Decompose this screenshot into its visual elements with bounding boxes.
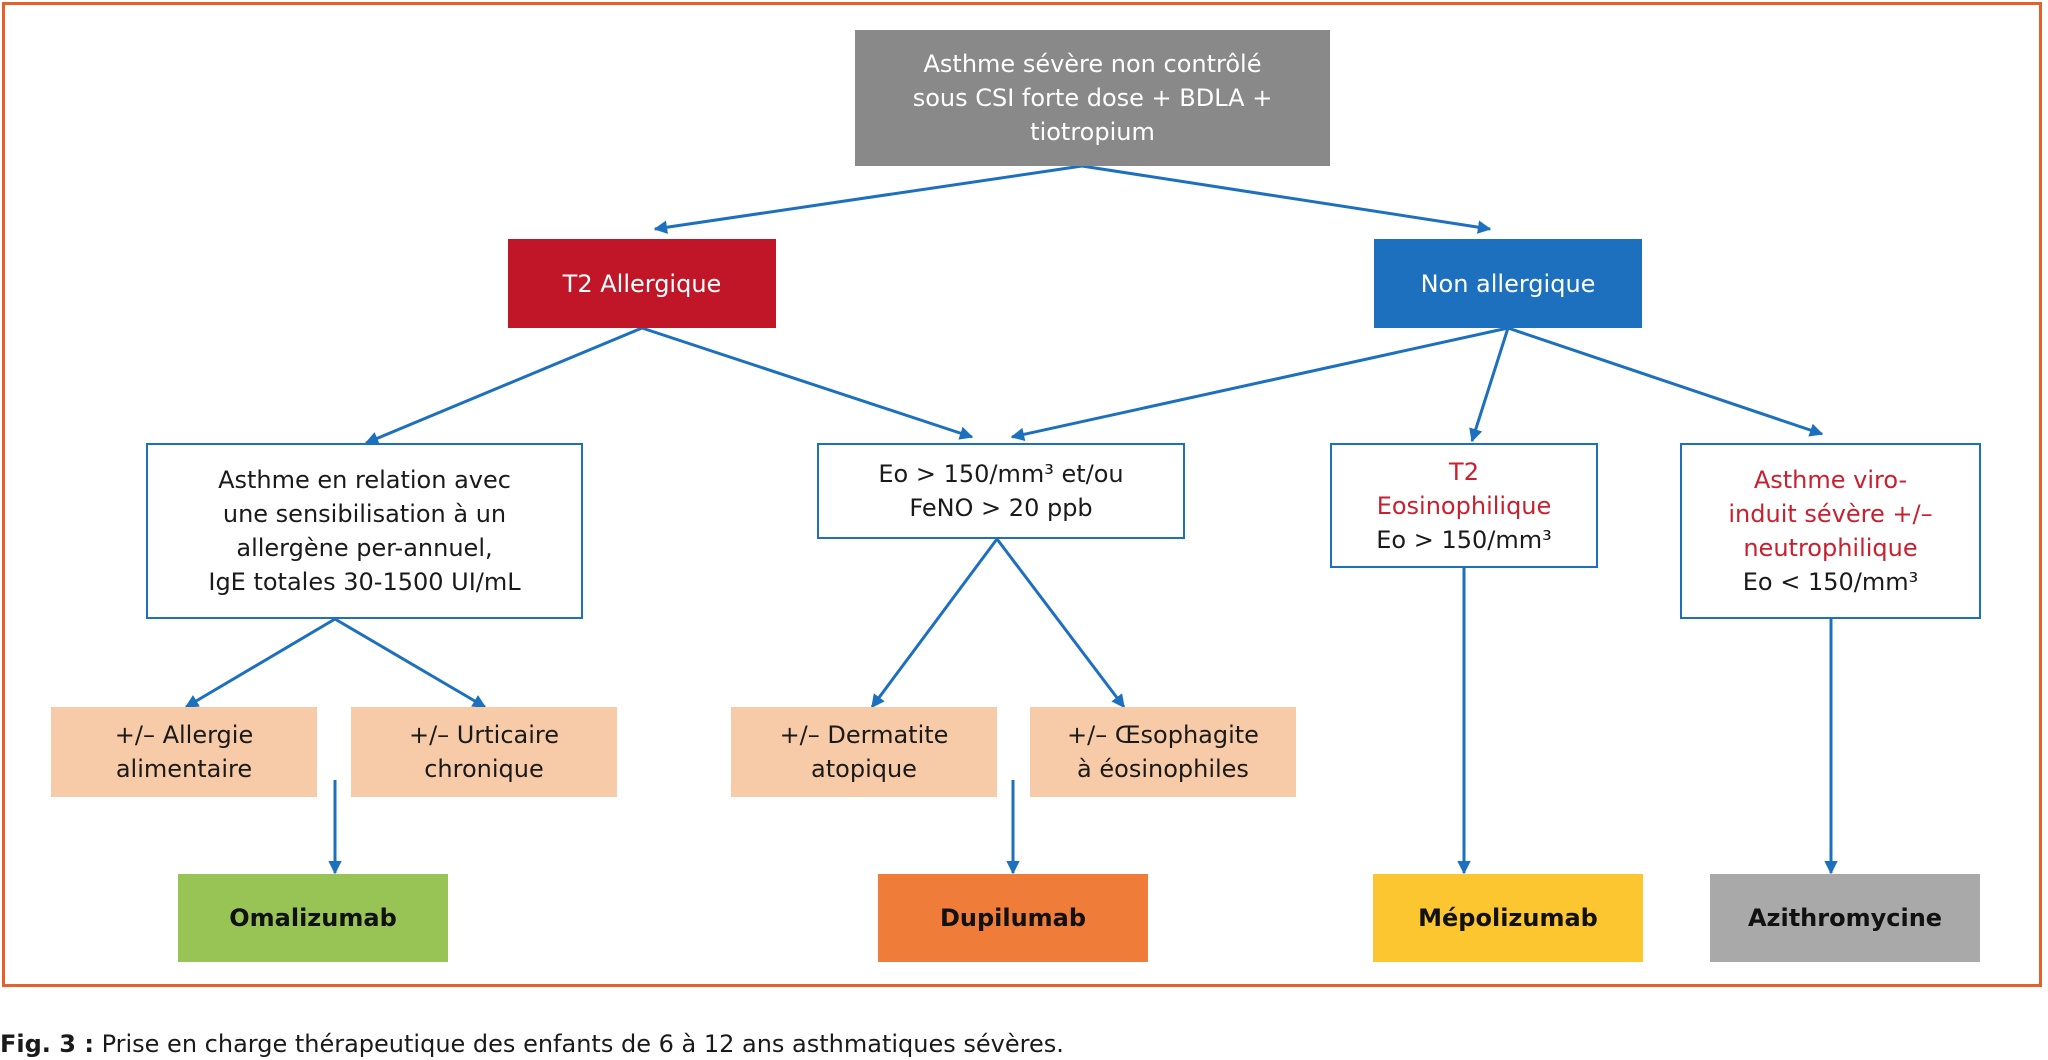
arrow-root-to-t2-allergique (653, 164, 1083, 234)
figure-caption-label: Fig. 3 : (0, 1030, 94, 1058)
oesophagite-line-2: à éosinophiles (1077, 755, 1249, 783)
arrow-sensibilisation-to-allergie (184, 617, 336, 709)
t2-allergique-label: T2 Allergique (562, 269, 722, 298)
dermatite-node: +/– Dermatite atopique (731, 707, 997, 797)
dermatite-line-1: +/– Dermatite (779, 721, 949, 749)
oesophagite-node: +/– Œsophagite à éosinophiles (1030, 707, 1296, 797)
diagram-frame (2, 2, 2042, 987)
azithromycine-node: Azithromycine (1710, 874, 1980, 962)
figure-caption: Fig. 3 : Prise en charge thérapeutique d… (0, 1030, 1064, 1058)
t2-eosino-title-1: T2 (1449, 457, 1479, 486)
t2-eosino-title-2: Eosinophilique (1376, 491, 1552, 520)
t2-allergique-node: T2 Allergique (508, 239, 776, 328)
arrow-non-allergique-to-t2-eosino (1469, 327, 1510, 443)
sensibilisation-line-1: Asthme en relation avec (218, 466, 511, 494)
arrow-non-allergique-to-viro (1507, 326, 1824, 437)
dupilumab-label: Dupilumab (939, 904, 1087, 932)
non-allergique-label: Non allergique (1420, 269, 1596, 298)
sensibilisation-line-4: IgE totales 30-1500 UI/mL (208, 568, 521, 596)
sensibilisation-line-3: allergène per-annuel, (236, 534, 493, 562)
allergie-alimentaire-node: +/– Allergie alimentaire (51, 707, 317, 797)
arrow-allergique-to-sensibilisation (364, 326, 643, 445)
non-allergique-node: Non allergique (1374, 239, 1642, 328)
viro-title-1: Asthme viro- (1753, 466, 1908, 494)
arrow-non-allergique-to-eo-feno (1010, 326, 1509, 441)
eo-feno-line-2: FeNO > 20 ppb (909, 494, 1093, 522)
dermatite-line-2: atopique (811, 755, 917, 783)
viro-node: Asthme viro- induit sévère +/– neutrophi… (1680, 443, 1981, 619)
omalizumab-label: Omalizumab (229, 904, 397, 932)
dupilumab-node: Dupilumab (878, 874, 1148, 962)
oesophagite-line-1: +/– Œsophagite (1067, 721, 1259, 749)
azithromycine-label: Azithromycine (1747, 904, 1943, 932)
root-line-1: Asthme sévère non contrôlé (923, 50, 1262, 78)
root-line-2: sous CSI forte dose + BDLA + (912, 84, 1273, 112)
arrow-eo-feno-to-oesophagite (995, 538, 1126, 709)
t2-eosino-line: Eo > 150/mm³ (1376, 525, 1552, 554)
arrow-root-to-non-allergique (1081, 164, 1492, 234)
root-node: Asthme sévère non contrôlé sous CSI fort… (855, 30, 1330, 166)
arrow-allergique-to-eo-feno (641, 326, 974, 440)
omalizumab-node: Omalizumab (178, 874, 448, 962)
arrow-sensibilisation-to-urticaire (334, 617, 487, 709)
allergie-alimentaire-line-1: +/– Allergie (114, 721, 254, 749)
urticaire-node: +/– Urticaire chronique (351, 707, 617, 797)
eo-feno-node: Eo > 150/mm³ et/ou FeNO > 20 ppb (817, 443, 1185, 539)
eo-feno-line-1: Eo > 150/mm³ et/ou (878, 460, 1124, 488)
urticaire-line-2: chronique (424, 755, 544, 783)
mepolizumab-label: Mépolizumab (1418, 904, 1598, 932)
viro-line: Eo < 150/mm³ (1742, 568, 1919, 596)
sensibilisation-node: Asthme en relation avec une sensibilisat… (146, 443, 583, 619)
figure-caption-text: Prise en charge thérapeutique des enfant… (93, 1030, 1064, 1058)
mepolizumab-node: Mépolizumab (1373, 874, 1643, 962)
viro-title-3: neutrophilique (1743, 534, 1918, 562)
sensibilisation-line-2: une sensibilisation à un (222, 500, 507, 528)
t2-eosino-node: T2 Eosinophilique Eo > 150/mm³ (1330, 443, 1598, 568)
viro-title-2: induit sévère +/– (1728, 500, 1933, 528)
root-line-3: tiotropium (1030, 118, 1155, 146)
arrow-eo-feno-to-dermatite (870, 538, 999, 709)
allergie-alimentaire-line-2: alimentaire (115, 755, 253, 783)
urticaire-line-1: +/– Urticaire (408, 721, 559, 749)
